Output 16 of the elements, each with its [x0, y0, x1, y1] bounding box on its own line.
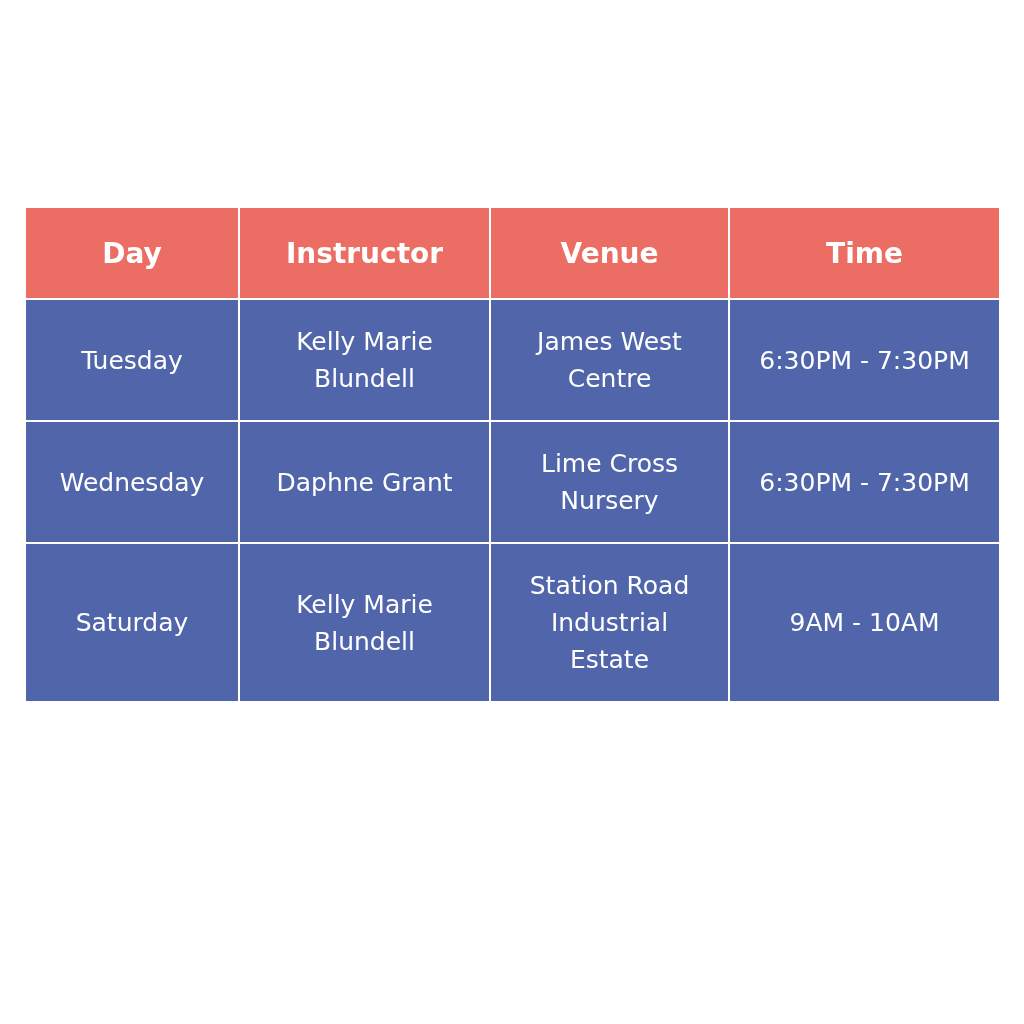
- table-cell: Kelly Marie Blundell: [240, 544, 489, 701]
- table-cell: Wednesday: [26, 422, 238, 542]
- table-cell: 6:30PM - 7:30PM: [730, 422, 999, 542]
- table-cell: Lime Cross Nursery: [491, 422, 728, 542]
- column-header: Venue: [491, 208, 728, 298]
- table-cell: Tuesday: [26, 300, 238, 420]
- column-header: Time: [730, 208, 999, 298]
- table-cell: 6:30PM - 7:30PM: [730, 300, 999, 420]
- table-cell: James West Centre: [491, 300, 728, 420]
- table-cell: 9AM - 10AM: [730, 544, 999, 701]
- column-header: Day: [26, 208, 238, 298]
- table-cell: Station Road Industrial Estate: [491, 544, 728, 701]
- table-cell: Daphne Grant: [240, 422, 489, 542]
- column-header: Instructor: [240, 208, 489, 298]
- table-cell: Saturday: [26, 544, 238, 701]
- table-cell: Kelly Marie Blundell: [240, 300, 489, 420]
